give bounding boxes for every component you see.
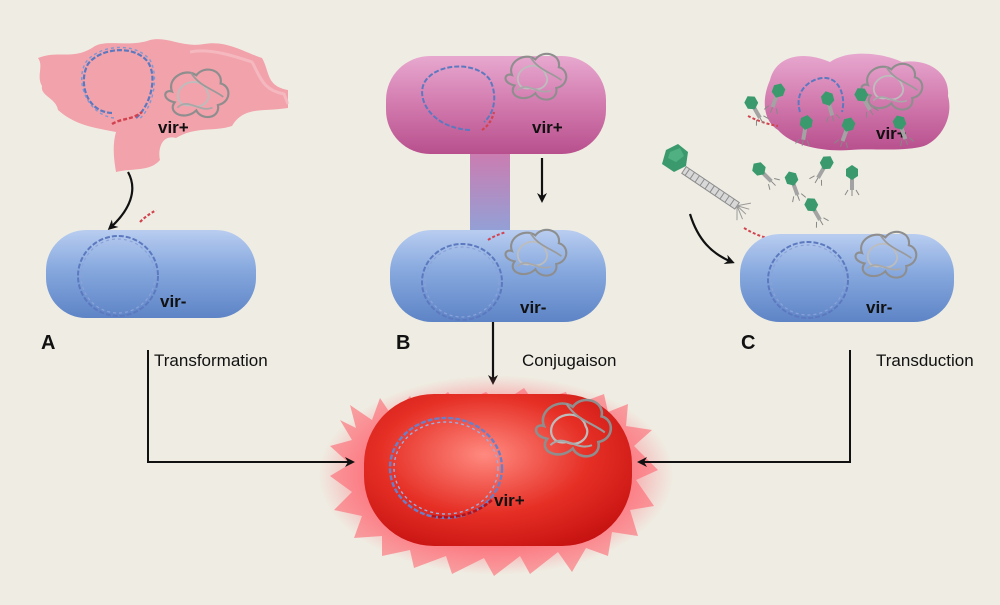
arrow-icon	[107, 171, 134, 231]
panel-letter-c: C	[741, 332, 755, 354]
virulence-gene-dna	[481, 111, 496, 131]
chromosome-icon	[421, 65, 496, 131]
virulence-gene-dna	[111, 111, 143, 126]
result: vir+	[318, 375, 674, 576]
process-label-conjugaison: Conjugaison	[522, 351, 617, 370]
recipient-label: vir-	[866, 298, 892, 317]
phage-icon	[662, 144, 752, 221]
virulence-gene-dna	[431, 499, 493, 519]
panel-a: vir+ vir- A Transformation	[38, 39, 290, 370]
donor-label: vir+	[532, 118, 563, 137]
donor-label: vir+	[158, 118, 189, 137]
result-label: vir+	[494, 491, 525, 510]
arrow-icon	[147, 350, 355, 467]
process-label-transformation: Transformation	[154, 351, 268, 370]
chromosome-icon	[388, 416, 504, 520]
chromosome-icon	[797, 76, 845, 113]
recipient-cell	[46, 230, 256, 318]
recipient-cell	[390, 230, 606, 322]
lysed-donor-cell	[38, 39, 288, 173]
panel-c: vir+	[662, 53, 974, 370]
recipient-label: vir-	[520, 298, 546, 317]
chromosome-icon	[77, 235, 159, 317]
chromosome-icon	[421, 243, 503, 321]
process-label-transduction: Transduction	[876, 351, 974, 370]
virulence-gene-dna	[747, 115, 779, 127]
infected-donor-cell	[764, 53, 950, 151]
arrow-icon	[637, 350, 851, 467]
chromosome-icon	[81, 46, 156, 121]
donor-cell	[386, 56, 606, 154]
arrow-icon	[688, 213, 735, 265]
chromosome-icon	[767, 241, 849, 319]
panel-letter-b: B	[396, 332, 410, 354]
panel-b: vir+ vir- B Conjugaison	[386, 52, 617, 385]
free-dna-fragment	[139, 209, 157, 223]
panel-letter-a: A	[41, 332, 55, 354]
recipient-label: vir-	[160, 292, 186, 311]
